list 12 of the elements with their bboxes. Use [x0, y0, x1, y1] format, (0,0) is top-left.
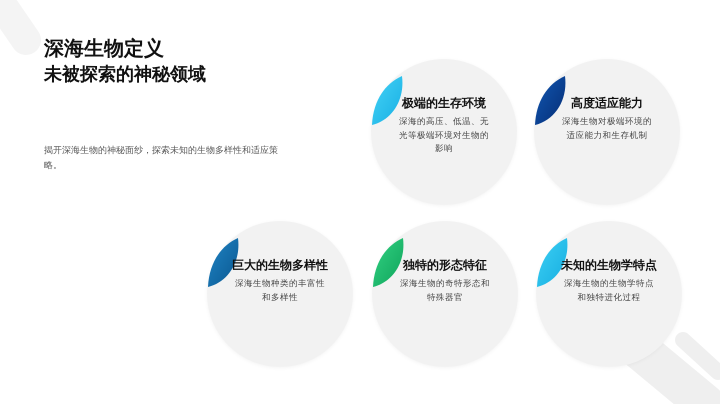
subtitle: 未被探索的神秘领域	[44, 63, 206, 87]
circle-heading: 高度适应能力	[571, 95, 643, 111]
circle-body-text: 深海生物的生物学特点和独特进化过程	[563, 278, 655, 304]
description-text: 揭开深海生物的神秘面纱，探索未知的生物多样性和适应策略。	[44, 144, 278, 173]
circle-body-text: 深海的高压、低温、无光等极端环境对生物的影响	[398, 116, 490, 156]
circle-body-text: 深海生物的奇特形态和特殊器官	[399, 278, 491, 304]
circle-heading: 独特的形态特征	[403, 257, 487, 273]
circle-body-text: 深海生物种类的丰富性和多样性	[234, 278, 326, 304]
circle-body-text: 深海生物对极端环境的适应能力和生存机制	[561, 116, 653, 142]
title: 深海生物定义	[44, 35, 164, 61]
circle-heading: 巨大的生物多样性	[232, 257, 328, 273]
circle-heading: 极端的生存环境	[402, 95, 486, 111]
